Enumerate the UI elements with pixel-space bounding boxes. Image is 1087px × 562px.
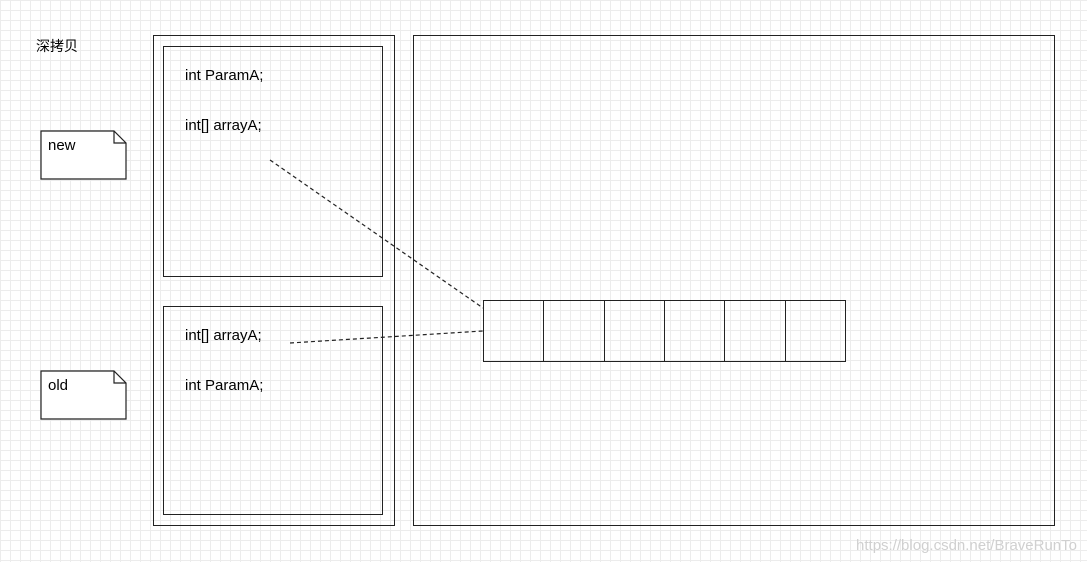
heap-area (413, 35, 1055, 526)
note-shape-old (40, 370, 127, 420)
field-new-arrayA: int[] arrayA; (185, 117, 262, 134)
field-new-paramA: int ParamA; (185, 67, 264, 84)
array-cell (786, 301, 845, 361)
stack-area (153, 35, 395, 526)
heap-array (483, 300, 846, 362)
object-frame-new (163, 46, 383, 277)
array-cell (484, 301, 545, 361)
object-frame-old (163, 306, 383, 515)
field-old-paramA: int ParamA; (185, 377, 264, 394)
reference-line-new (269, 159, 484, 309)
note-shape-new (40, 130, 127, 180)
field-old-arrayA: int[] arrayA; (185, 327, 262, 344)
array-cell (725, 301, 786, 361)
array-cell (544, 301, 605, 361)
reference-line-old (289, 330, 484, 344)
array-cell (665, 301, 726, 361)
array-cell (605, 301, 665, 361)
note-label-old: old (48, 377, 69, 394)
note-label-new: new (48, 137, 76, 154)
diagram-title: 深拷贝 (36, 39, 78, 55)
watermark: https://blog.csdn.net/BraveRunTo (856, 537, 1077, 554)
